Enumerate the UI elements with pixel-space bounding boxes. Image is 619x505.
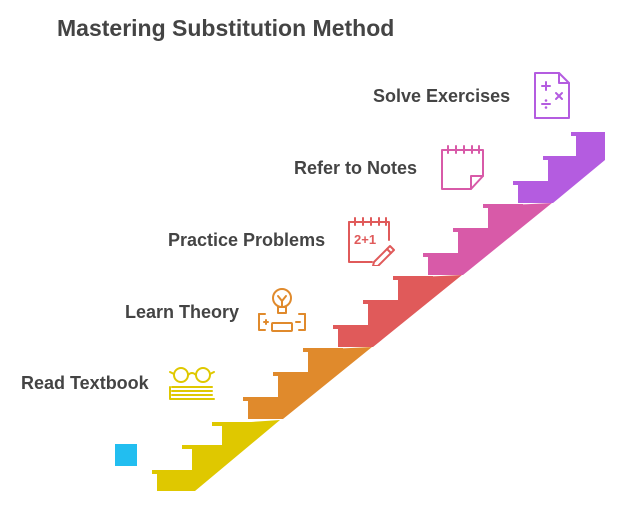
step-label-learn-theory: Learn Theory [125, 302, 240, 322]
notepad-icon [441, 145, 484, 190]
math-document-icon [534, 72, 570, 119]
calendar-pencil-icon: 2+1 [348, 217, 395, 266]
svg-text:2+1: 2+1 [354, 232, 376, 247]
step-label-practice-problems: Practice Problems [168, 230, 326, 250]
step-label-read-textbook: Read Textbook [21, 373, 149, 393]
start-marker [115, 444, 137, 466]
books-glasses-icon [169, 367, 215, 400]
stair-flight-learn-theory [243, 347, 372, 419]
page-title: Mastering Substitution Method [57, 15, 395, 41]
stair-flight-read-textbook [152, 420, 280, 491]
stair-flight-solve-exercises [513, 132, 605, 203]
stair-flight-refer-to-notes [423, 203, 552, 275]
stair-flight-practice-problems [333, 275, 462, 347]
step-label-refer-to-notes: Refer to Notes [294, 158, 418, 178]
lightbulb-icon [258, 288, 306, 332]
step-label-solve-exercises: Solve Exercises [373, 86, 511, 106]
